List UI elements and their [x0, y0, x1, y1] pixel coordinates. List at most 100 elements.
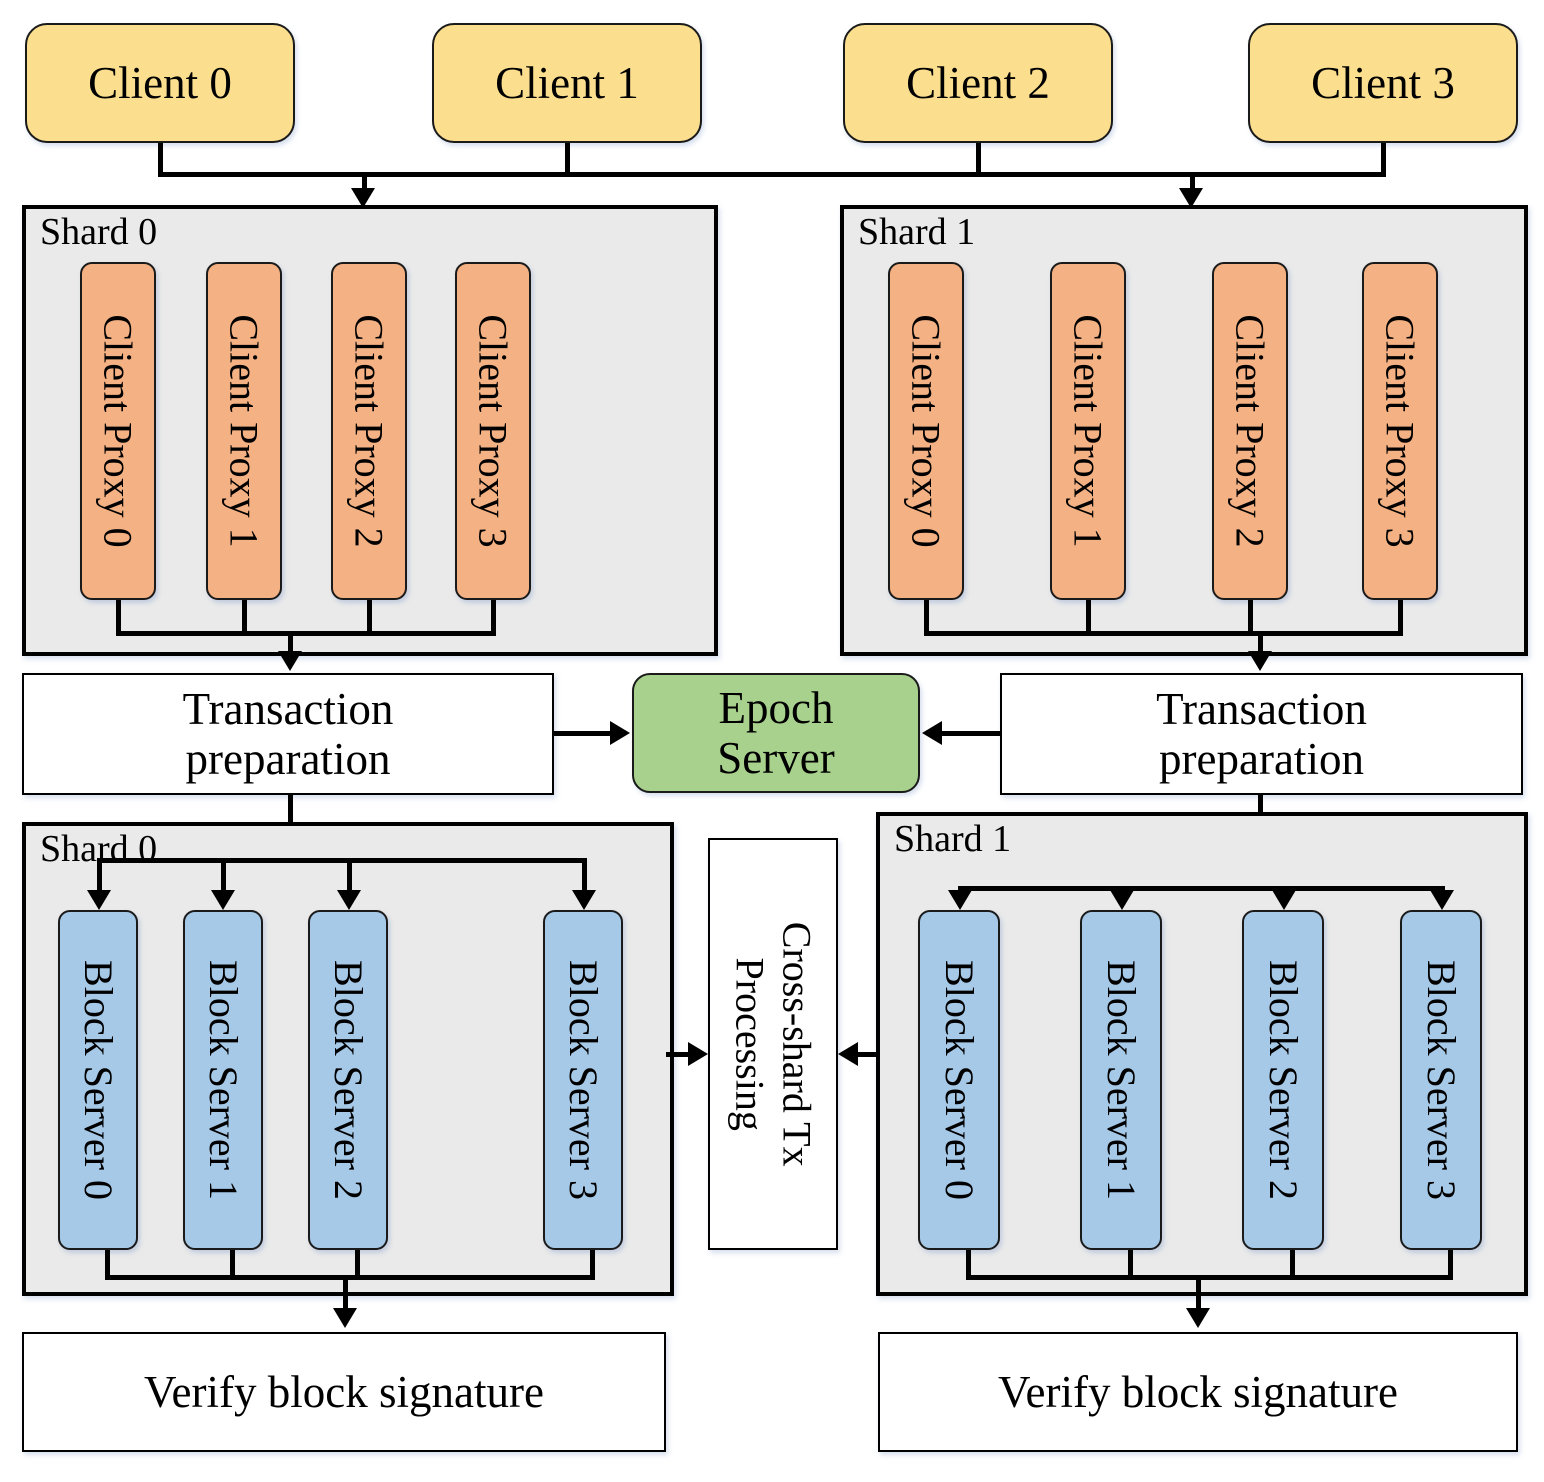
client-proxy-1-shard1[interactable]: Client Proxy 1 [1050, 262, 1126, 600]
proxy-shard-1-label: Shard 1 [858, 211, 976, 253]
block-server-label: Block Server 1 [201, 960, 247, 1200]
connector-bs3-shard0-stub [590, 1250, 595, 1278]
block-server-3-shard0[interactable]: Block Server 3 [543, 910, 623, 1250]
connector-blockserver-bus-shard0 [97, 858, 584, 863]
txprep-line-2: preparation [1159, 734, 1364, 784]
connector-client-bus [158, 172, 1386, 177]
arrowhead-bs2-shard0 [337, 890, 361, 910]
arrowhead-shard0-to-txprep [278, 651, 302, 671]
connector-bs1-shard0-drop [221, 858, 226, 893]
connector-proxy0-shard0-stub [116, 600, 121, 634]
client-label: Client 0 [88, 57, 232, 108]
connector-shard1-to-crossshard [858, 1052, 882, 1057]
connector-proxy0-shard1-stub [924, 600, 929, 634]
block-server-2-shard1[interactable]: Block Server 2 [1242, 910, 1324, 1250]
cross-shard-line-1: Cross-shard Tx [774, 921, 820, 1167]
arrowhead-bs1-shard0 [211, 890, 235, 910]
client-proxy-2-shard0[interactable]: Client Proxy 2 [331, 262, 407, 600]
block-server-1-shard0[interactable]: Block Server 1 [183, 910, 263, 1250]
connector-txprep1-to-epoch [942, 731, 1000, 736]
client-proxy-label: Client Proxy 0 [904, 314, 949, 548]
connector-client1-stub [565, 143, 570, 175]
client-proxy-3-shard0[interactable]: Client Proxy 3 [455, 262, 531, 600]
block-server-label: Block Server 2 [326, 960, 372, 1200]
client-node-0[interactable]: Client 0 [25, 23, 295, 143]
connector-proxy2-shard0-stub [367, 600, 372, 634]
epoch-server-node[interactable]: Epoch Server [632, 673, 920, 793]
arrowhead-bs1-shard1 [1110, 890, 1134, 910]
connector-bs3-shard0-drop [582, 858, 587, 893]
connector-blockserver-bus-shard1 [958, 886, 1444, 891]
connector-bs0-shard0-stub [105, 1250, 110, 1278]
client-proxy-label: Client Proxy 1 [1066, 314, 1111, 548]
proxy-shard-0-label: Shard 0 [40, 211, 158, 253]
connector-client0-stub [158, 143, 163, 175]
connector-shard1-to-txprep [1258, 631, 1263, 656]
client-proxy-label: Client Proxy 3 [1378, 314, 1423, 548]
connector-collector-bus-shard1 [966, 1275, 1453, 1280]
block-server-2-shard0[interactable]: Block Server 2 [308, 910, 388, 1250]
arrowhead-shard1-to-txprep [1248, 651, 1272, 671]
arrowhead-bs3-shard0 [572, 890, 596, 910]
connector-txprep0-to-epoch [554, 731, 612, 736]
block-shard-1-label: Shard 1 [894, 818, 1012, 860]
client-proxy-label: Client Proxy 3 [471, 314, 516, 548]
connector-proxy1-shard0-stub [242, 600, 247, 634]
transaction-preparation-shard1[interactable]: Transaction preparation [1000, 673, 1523, 795]
connector-bs1-shard0-stub [230, 1250, 235, 1278]
connector-shard0-to-verify [343, 1275, 348, 1313]
block-server-1-shard1[interactable]: Block Server 1 [1080, 910, 1162, 1250]
block-server-label: Block Server 0 [937, 960, 983, 1200]
connector-proxy-bus-shard0 [116, 631, 496, 636]
client-proxy-label: Client Proxy 2 [347, 314, 392, 548]
client-label: Client 2 [906, 57, 1050, 108]
cross-shard-line-2: Processing [727, 957, 772, 1131]
client-proxy-0-shard0[interactable]: Client Proxy 0 [80, 262, 156, 600]
client-label: Client 3 [1311, 57, 1455, 108]
arrowhead-shard1-to-verify [1186, 1308, 1210, 1328]
client-proxy-3-shard1[interactable]: Client Proxy 3 [1362, 262, 1438, 600]
connector-bus-to-shard1 [1190, 172, 1195, 192]
arrowhead-bs0-shard0 [87, 890, 111, 910]
connector-proxy3-shard0-stub [491, 600, 496, 634]
block-server-label: Block Server 1 [1099, 960, 1145, 1200]
client-node-1[interactable]: Client 1 [432, 23, 702, 143]
arrowhead-shard0-to-crossshard [688, 1042, 708, 1066]
block-server-label: Block Server 0 [76, 960, 122, 1200]
block-server-0-shard0[interactable]: Block Server 0 [58, 910, 138, 1250]
client-proxy-0-shard1[interactable]: Client Proxy 0 [888, 262, 964, 600]
verify-block-signature-shard0[interactable]: Verify block signature [22, 1332, 666, 1452]
connector-bs2-shard0-stub [355, 1250, 360, 1278]
block-server-label: Block Server 2 [1261, 960, 1307, 1200]
arrowhead-txprep1-to-epoch [922, 721, 942, 745]
arrowhead-to-shard1 [1179, 188, 1203, 208]
txprep-line-1: Transaction [182, 683, 394, 734]
block-server-3-shard1[interactable]: Block Server 3 [1400, 910, 1482, 1250]
connector-bs3-shard1-stub [1448, 1250, 1453, 1278]
transaction-preparation-shard0[interactable]: Transaction preparation [22, 673, 554, 795]
client-node-3[interactable]: Client 3 [1248, 23, 1518, 143]
arrowhead-bs0-shard1 [948, 890, 972, 910]
arrowhead-bs3-shard1 [1430, 890, 1454, 910]
connector-collector-bus-shard0 [105, 1275, 595, 1280]
client-proxy-2-shard1[interactable]: Client Proxy 2 [1212, 262, 1288, 600]
client-proxy-label: Client Proxy 1 [222, 314, 267, 548]
arrowhead-txprep0-to-epoch [610, 721, 630, 745]
connector-bs2-shard0-drop [347, 858, 352, 893]
client-proxy-label: Client Proxy 0 [96, 314, 141, 548]
connector-client3-stub [1381, 143, 1386, 175]
block-server-0-shard1[interactable]: Block Server 0 [918, 910, 1000, 1250]
verify-label: Verify block signature [998, 1366, 1398, 1417]
connector-client2-stub [976, 143, 981, 175]
connector-shard1-to-verify [1196, 1275, 1201, 1313]
verify-block-signature-shard1[interactable]: Verify block signature [878, 1332, 1518, 1452]
connector-bs0-shard1-stub [966, 1250, 971, 1278]
arrowhead-shard1-to-crossshard [838, 1042, 858, 1066]
connector-proxy3-shard1-stub [1398, 600, 1403, 634]
client-node-2[interactable]: Client 2 [843, 23, 1113, 143]
connector-shard0-to-crossshard [666, 1052, 690, 1057]
client-proxy-1-shard0[interactable]: Client Proxy 1 [206, 262, 282, 600]
